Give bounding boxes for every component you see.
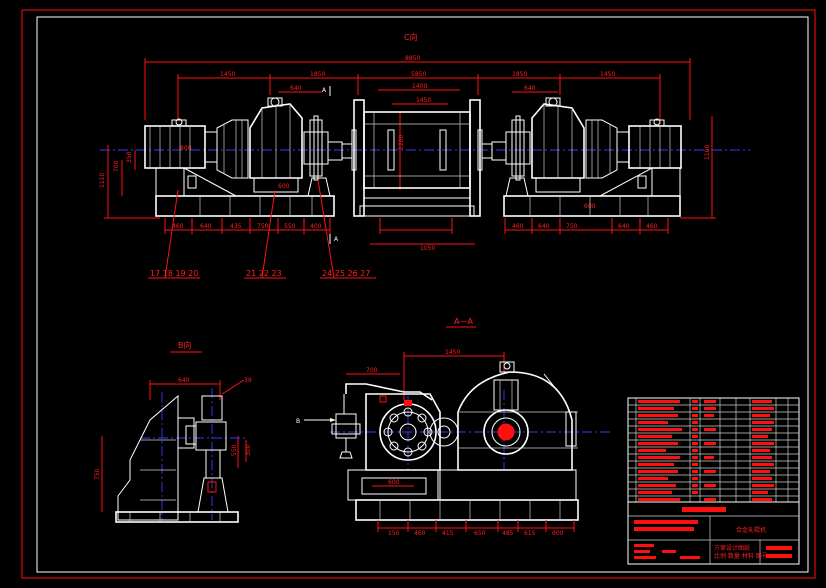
dim-br-1: 640 xyxy=(538,223,550,230)
dim-br-4: 460 xyxy=(646,223,658,230)
aa-dim-b0: 150 xyxy=(388,530,400,537)
dim-bl-0: 460 xyxy=(172,223,184,230)
right-motor xyxy=(585,118,682,179)
callout-group-1: 17 18 19 20 xyxy=(150,269,198,278)
b-view-label: B向 xyxy=(178,340,192,350)
dim-left-coupling: 640 xyxy=(290,85,302,92)
parts-list-table xyxy=(627,397,800,503)
dim-center: 5850 xyxy=(411,71,426,78)
left-reducer xyxy=(249,97,303,193)
aa-dim-b6: 600 xyxy=(552,530,564,537)
dim-bl-2: 435 xyxy=(230,223,242,230)
title-sub-1: 方案设计图纸 xyxy=(714,544,750,552)
dim-right-coupling: 640 xyxy=(524,85,536,92)
dim-left-height: 1110 xyxy=(99,173,106,188)
left-base xyxy=(155,167,335,217)
aa-dim-top: 1450 xyxy=(445,349,460,356)
dim-bl-1: 640 xyxy=(200,223,212,230)
b-dim-h2: 550 xyxy=(231,444,238,456)
dim-bl-3: 750 xyxy=(257,223,269,230)
aa-dim-b1: 460 xyxy=(414,530,426,537)
b-callout: 39 xyxy=(244,377,252,384)
left-coupling xyxy=(303,115,353,197)
section-marker-a-top: A xyxy=(322,87,327,94)
dim-left-motor: 1450 xyxy=(220,71,235,78)
dim-right-mid: 1850 xyxy=(512,71,527,78)
callout-group-3: 24 25 26 27 xyxy=(322,269,370,278)
callout-group-2: 21 22 23 xyxy=(246,269,282,278)
outer-frame xyxy=(21,9,816,579)
dim-center-inner: 1450 xyxy=(416,97,431,104)
aa-dim-b4: 485 xyxy=(502,530,514,537)
aa-section: A—A 1450 700 B xyxy=(296,317,610,537)
title-sub-2: 比例 数量 材料 图号 xyxy=(714,552,768,560)
dim-left-small2: 600 xyxy=(278,183,290,190)
b-dim-h3: 300 xyxy=(245,444,252,456)
aa-section-label: A—A xyxy=(454,317,473,326)
inner-frame xyxy=(36,16,809,573)
dim-right-height: 1100 xyxy=(704,145,711,160)
dim-drum-width: 1200 xyxy=(398,135,405,150)
aa-dim-top-left: 700 xyxy=(366,367,378,374)
dim-bl-4: 550 xyxy=(284,223,296,230)
dim-left-small: 800 xyxy=(180,145,192,152)
dim-br-0: 460 xyxy=(512,223,524,230)
dim-left-mid: 1850 xyxy=(310,71,325,78)
c-view-label: C向 xyxy=(404,32,418,42)
dim-br-2: 750 xyxy=(566,223,578,230)
b-dim-width: 640 xyxy=(178,377,190,384)
aa-dim-b2: 415 xyxy=(442,530,454,537)
drawing-title: 合金轧辊机 xyxy=(736,526,766,534)
dim-center-top: 1400 xyxy=(412,83,427,90)
b-view: B向 640 39 750 550 300 xyxy=(94,340,252,523)
left-motor xyxy=(144,118,249,179)
dim-drum-bottom: 1050 xyxy=(420,245,435,252)
dim-left-h3: 350 xyxy=(126,151,133,163)
dim-overall: 8850 xyxy=(405,55,420,62)
title-block: 合金轧辊机 方案设计图纸 比例 数量 材料 图号 xyxy=(627,501,800,565)
right-base xyxy=(503,167,681,217)
dim-left-h2: 700 xyxy=(113,160,120,172)
dim-right-motor: 1450 xyxy=(600,71,615,78)
drum-assembly xyxy=(351,99,483,217)
b-dim-height: 750 xyxy=(94,468,101,480)
marker-b: B xyxy=(296,418,300,425)
dim-br-3: 640 xyxy=(618,223,630,230)
dim-bl-5: 400 xyxy=(310,223,322,230)
right-coupling xyxy=(481,115,531,197)
aa-dim-b5: 615 xyxy=(524,530,536,537)
aa-dim-b3: 650 xyxy=(474,530,486,537)
section-marker-a-bottom: A xyxy=(334,236,339,243)
c-view: C向 8850 1450 1850 5850 1850 1450 1400 14… xyxy=(99,32,750,279)
aa-dim-base: 600 xyxy=(388,479,400,486)
right-reducer xyxy=(531,97,585,193)
